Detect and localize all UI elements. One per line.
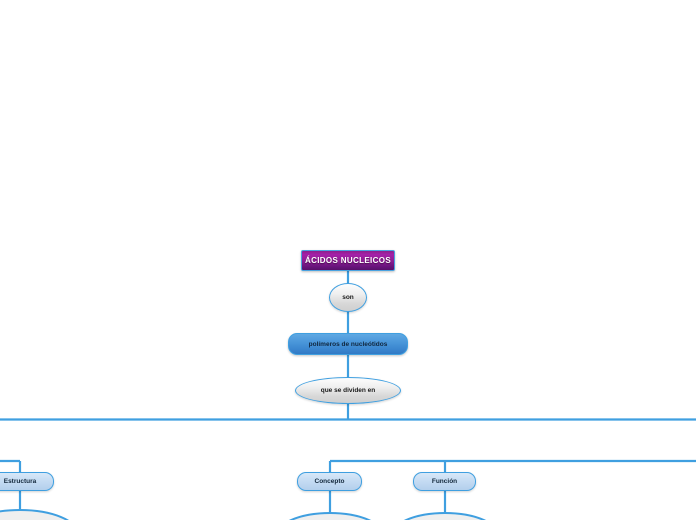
node-funcion-label: Función — [431, 478, 458, 485]
child-ellipse-concepto — [288, 512, 372, 520]
node-linking-son-label: son — [342, 294, 354, 301]
node-estructura-label: Estructura — [3, 478, 37, 485]
node-polimeros-de-nucleotidos[interactable]: polímeros de nucleótidos — [288, 333, 408, 355]
node-funcion[interactable]: Función — [413, 472, 476, 491]
node-concepto-label: Concepto — [314, 478, 345, 485]
node-root-acidos-nucleicos[interactable]: ÁCIDOS NUCLEICOS — [301, 250, 395, 271]
node-linking-dividen-label: que se dividen en — [320, 387, 376, 394]
node-concepto[interactable]: Concepto — [297, 472, 362, 491]
child-ellipse-estructura — [0, 509, 70, 520]
node-estructura[interactable]: Estructura — [0, 472, 54, 491]
node-linking-son[interactable]: son — [329, 283, 367, 312]
node-root-label: ÁCIDOS NUCLEICOS — [304, 256, 392, 265]
node-linking-que-se-dividen-en[interactable]: que se dividen en — [295, 377, 401, 404]
node-polimeros-label: polímeros de nucleótidos — [308, 340, 388, 348]
child-ellipse-funcion — [403, 512, 487, 520]
